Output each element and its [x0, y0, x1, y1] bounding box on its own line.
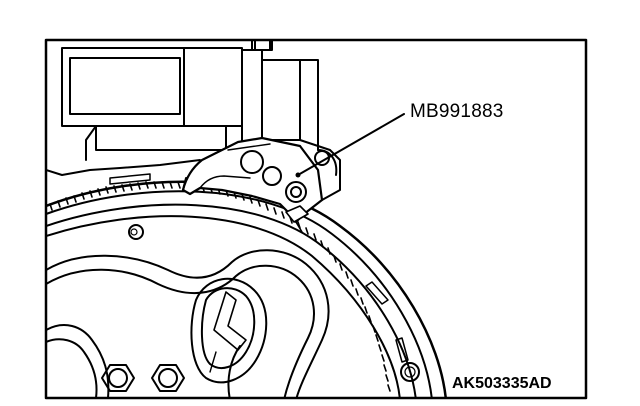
flywheel — [46, 173, 447, 398]
bolt-hole — [128, 224, 144, 240]
tool-pin-hole — [240, 150, 264, 174]
drive-plate — [46, 249, 330, 398]
tool-callout-label: MB991883 — [410, 101, 504, 122]
hex-bolt — [151, 364, 185, 392]
tool-pin-hole — [262, 166, 282, 186]
hex-bolt — [101, 364, 135, 392]
callout-leader-line — [297, 113, 405, 176]
figure-frame — [44, 38, 588, 400]
mb991883-stopper-tool — [181, 136, 324, 233]
bolt-hole — [400, 362, 420, 382]
engine-block — [46, 40, 341, 201]
crankshaft-hub — [190, 277, 268, 384]
tool-pin-hole — [285, 181, 307, 203]
figure-code: AK503335AD — [452, 375, 552, 392]
